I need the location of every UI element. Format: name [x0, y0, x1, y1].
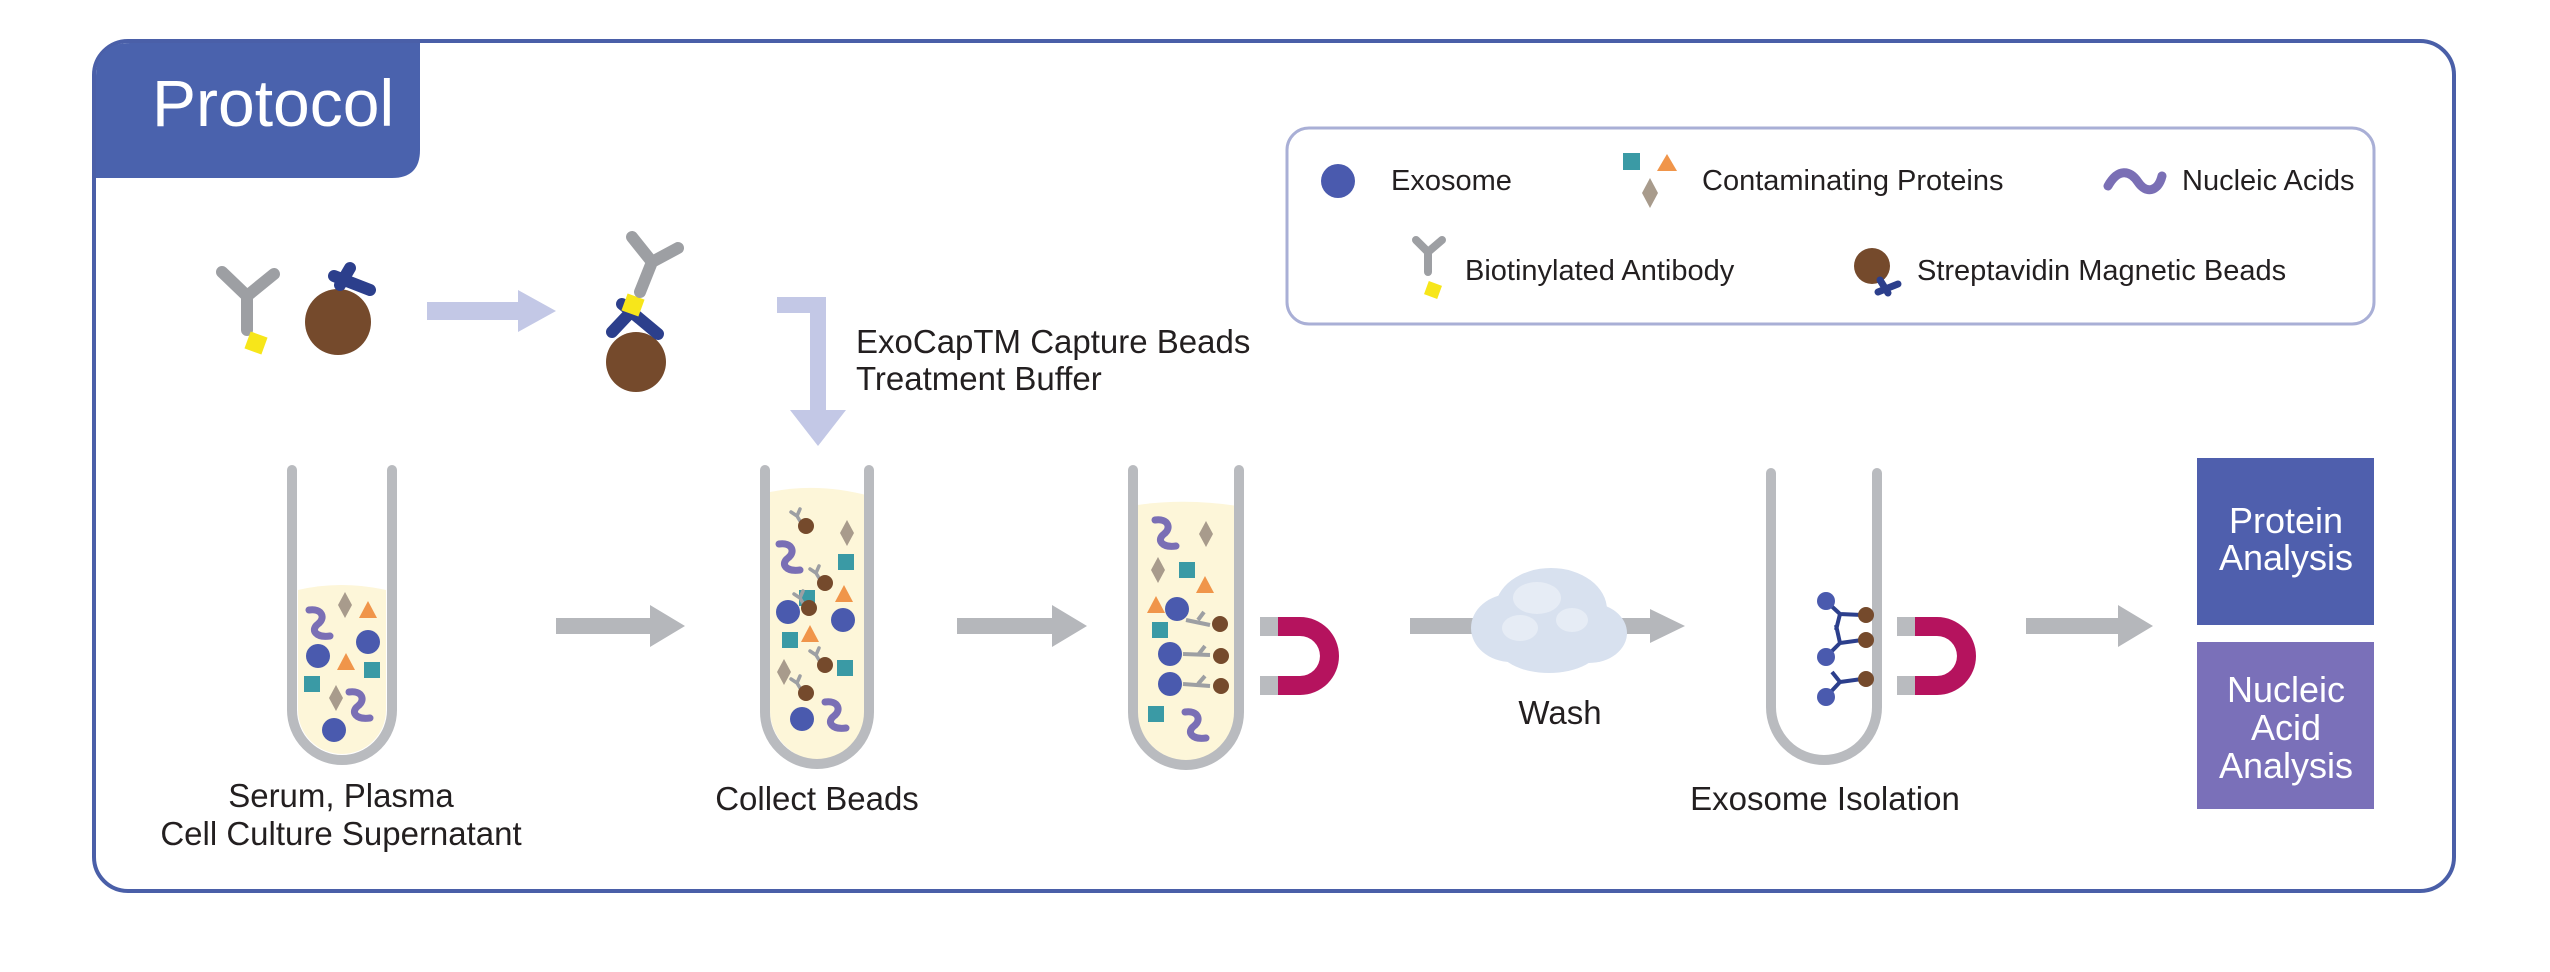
magnetic-separation-tube [1128, 465, 1244, 770]
wash-label: Wash [1518, 694, 1601, 731]
antibody-and-bead-illustration [216, 262, 376, 355]
bead-icon [305, 289, 371, 355]
reagent-arrow [777, 297, 846, 446]
protocol-title: Protocol [152, 66, 394, 140]
isolation-magnet-icon [1897, 617, 1976, 695]
legend-box [1285, 126, 2376, 326]
step-arrow-1 [556, 605, 685, 647]
reagent-label-line1: ExoCapTM Capture Beads [856, 323, 1250, 360]
streptavidin-icon [328, 262, 376, 296]
nucleic-acid-analysis-line2: Acid [2251, 707, 2321, 748]
conjugated-biotin-icon [621, 293, 645, 317]
magnet-icon [1260, 617, 1339, 695]
biotinylated-antibody-icon [1412, 236, 1446, 299]
protocol-header-tab [96, 43, 420, 178]
nucleic-acid-analysis-line3: Analysis [2219, 745, 2353, 786]
wash-cloud-icon [1471, 568, 1627, 673]
capture-tube [760, 465, 874, 769]
sample-tube [287, 465, 397, 765]
sample-label-line2: Cell Culture Supernatant [160, 815, 521, 852]
protein-analysis-box [2197, 458, 2374, 625]
exosome-isolation-label: Exosome Isolation [1690, 780, 1960, 817]
nucleic-acids-icon [2103, 168, 2167, 195]
nucleic-acid-analysis-line1: Nucleic [2227, 669, 2345, 710]
conjugated-bead-icon [606, 332, 666, 392]
wash-arrow-head [1650, 609, 1685, 643]
legend: Exosome Contaminating Proteins Nucleic A… [1285, 126, 2376, 326]
legend-contaminating-proteins-label: Contaminating Proteins [1702, 165, 2003, 197]
capture-tube-wall [760, 465, 874, 769]
streptavidin-magnetic-beads-icon [1854, 248, 1902, 297]
biotin-icon [244, 331, 268, 355]
exosome-icon [1321, 164, 1355, 198]
antibody-icon [216, 266, 280, 336]
step-arrow-output [2026, 605, 2153, 647]
conjugated-bead-illustration [606, 231, 684, 392]
sample-tube-wall [287, 465, 397, 765]
step-arrow-2 [957, 605, 1087, 647]
isolation-tube-wall [1766, 468, 1882, 765]
capture-tube-liquid [770, 487, 870, 760]
legend-biotinylated-antibody-label: Biotinylated Antibody [1465, 255, 1735, 287]
separation-tube-wall [1128, 465, 1244, 770]
collect-beads-label: Collect Beads [715, 780, 919, 817]
prep-arrow [427, 290, 556, 332]
legend-streptavidin-beads-label: Streptavidin Magnetic Beads [1917, 255, 2286, 287]
protein-analysis-line2: Analysis [2219, 537, 2353, 578]
contaminating-proteins-icon [1623, 153, 1677, 208]
conjugated-antibody-icon [626, 231, 684, 298]
nucleic-acid-analysis-box [2197, 642, 2374, 809]
protein-analysis-line1: Protein [2229, 500, 2343, 541]
reagent-label-line2: Treatment Buffer [856, 360, 1102, 397]
isolation-tube [1766, 468, 1882, 765]
legend-exosome-label: Exosome [1391, 165, 1512, 197]
sample-label-line1: Serum, Plasma [228, 777, 454, 814]
legend-nucleic-acids-label: Nucleic Acids [2182, 165, 2354, 197]
